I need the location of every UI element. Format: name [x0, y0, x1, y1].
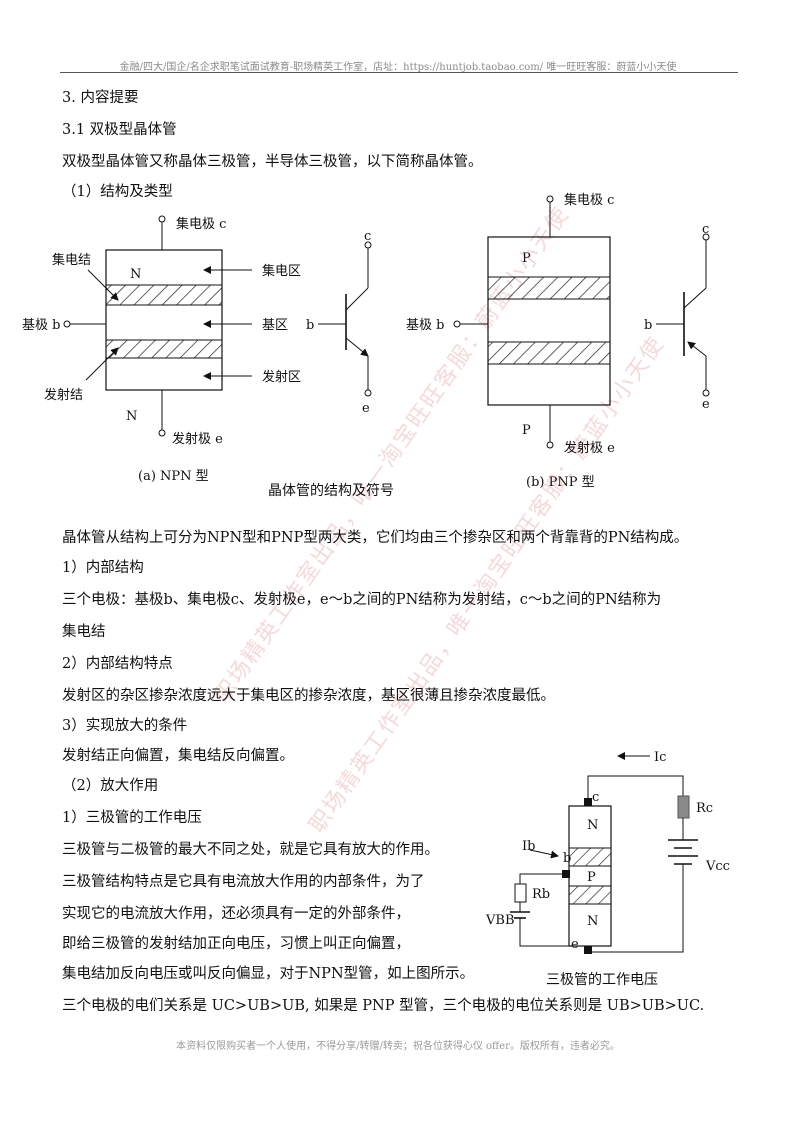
- figure-caption: 晶体管的结构及符号: [268, 483, 394, 499]
- pnp-emitter-label: 发射极 e: [564, 440, 615, 456]
- item-heading: 3）实现放大的条件: [62, 718, 188, 734]
- item-heading: 2）内部结构特点: [62, 656, 173, 672]
- paragraph: 发射区的杂区掺杂浓度远大于集电区的掺杂浓度，基区很薄且掺杂浓度最低。: [62, 688, 555, 704]
- transistor-body: [568, 805, 612, 947]
- paragraph: 三极管与二极管的最大不同之处，就是它具有放大的作用。: [62, 842, 439, 858]
- region-p: P: [587, 870, 596, 885]
- paragraph: 实现它的电流放大作用，还必须具有一定的外部条件，: [62, 906, 410, 922]
- vbb-label: VBB: [485, 913, 515, 928]
- pnp-caption: (b) PNP 型: [526, 475, 595, 490]
- pnp-body: [487, 236, 611, 406]
- paragraph: 晶体管从结构上可分为NPN型和PNP型两大类，它们均由三个掺杂区和两个背靠背的P…: [62, 530, 689, 546]
- paragraph: 双极型晶体管又称晶体三极管，半导体三极管，以下简称晶体管。: [62, 154, 483, 170]
- rb-resistor: [514, 883, 527, 903]
- header-divider: [60, 72, 738, 73]
- npn-caption: (a) NPN 型: [138, 469, 209, 484]
- region-n-bottom: N: [587, 914, 598, 929]
- collector-junction-band: [568, 847, 612, 867]
- pnp-symbol-b: b: [644, 318, 652, 333]
- page-footer: 本资料仅限购买者一个人使用，不得分享/转赠/转卖；祝各位获得心仪 offer。版…: [176, 1041, 620, 1052]
- npn-collector-label: 集电极 c: [176, 216, 226, 232]
- rc-resistor: [677, 795, 690, 819]
- terminal-c: c: [592, 790, 599, 805]
- ic-label: Ic: [654, 750, 666, 765]
- pnp-symbol-c: c: [702, 222, 709, 237]
- circuit-caption: 三极管的工作电压: [546, 972, 658, 988]
- npn-emitter-junction: [105, 339, 223, 359]
- item-heading: 1）三极管的工作电压: [62, 810, 202, 826]
- collector-junction-label: 集电结: [52, 252, 91, 268]
- npn-emitter-label: 发射极 e: [172, 431, 223, 447]
- emitter-junction-band: [568, 885, 612, 905]
- paragraph: 即给三极管的发射结加正向电压，习惯上叫正向偏置，: [62, 936, 410, 952]
- item-heading: （1）结构及类型: [62, 184, 173, 200]
- item-heading: 1）内部结构: [62, 560, 144, 576]
- paragraph: 集电结加反向电压或叫反向偏显，对于NPN型管，如上图所示。: [62, 966, 475, 982]
- section-heading: 3. 内容提要: [62, 90, 139, 106]
- pnp-collector-label: 集电极 c: [564, 192, 614, 208]
- paragraph-cont: 集电结: [62, 624, 106, 640]
- pnp-symbol-e: e: [702, 397, 710, 412]
- transistor-structure-figure: 集电极 c 发射极 e 基极 b 集电结 发射结 集电区 基区 发射区 N N …: [22, 192, 710, 499]
- vcc-label: Vcc: [705, 859, 730, 874]
- base-region-label: 基区: [262, 318, 288, 333]
- pnp-p-top: P: [522, 251, 531, 266]
- pnp-emitter-junction: [487, 341, 611, 365]
- npn-symbol-b: b: [306, 318, 314, 333]
- npn-base-label: 基极 b: [22, 318, 60, 333]
- npn-n-top: N: [130, 267, 141, 282]
- collector-region-label: 集电区: [262, 263, 301, 279]
- paragraph: 三个电极：基极b、集电极c、发射极e，e～b之间的PN结称为发射结，c～b之间的…: [62, 592, 662, 608]
- pnp-p-bottom: P: [522, 423, 531, 438]
- subsection-heading: 3.1 双极型晶体管: [62, 122, 177, 138]
- page-header: 金融/四大/国企/名企求职笔试面试教育-职场精英工作室，店址：https://h…: [119, 62, 677, 73]
- paragraph: 三极管结构特点是它具有电流放大作用的内部条件，为了: [62, 874, 425, 890]
- npn-symbol-e: e: [362, 401, 370, 416]
- rc-label: Rc: [696, 801, 713, 816]
- npn-n-bottom: N: [126, 409, 137, 424]
- rb-label: Rb: [532, 887, 550, 902]
- npn-collector-junction: [105, 284, 223, 306]
- emitter-junction-label: 发射结: [44, 387, 83, 403]
- terminal-b: b: [563, 851, 571, 866]
- ib-label: Ib: [522, 839, 535, 854]
- paragraph: 三个电极的电们关系是 UC>UB>UB, 如果是 PNP 型管，三个电极的电位关…: [62, 998, 705, 1014]
- paragraph: 发射结正向偏置，集电结反向偏置。: [62, 748, 294, 764]
- pnp-base-label: 基极 b: [406, 318, 444, 333]
- npn-symbol-c: c: [364, 229, 371, 244]
- npn-body: [105, 249, 223, 391]
- terminal-e: e: [571, 937, 579, 952]
- pnp-collector-junction: [487, 276, 611, 300]
- emitter-region-label: 发射区: [262, 369, 301, 385]
- item-heading: （2）放大作用: [62, 778, 159, 794]
- region-n-top: N: [587, 818, 598, 833]
